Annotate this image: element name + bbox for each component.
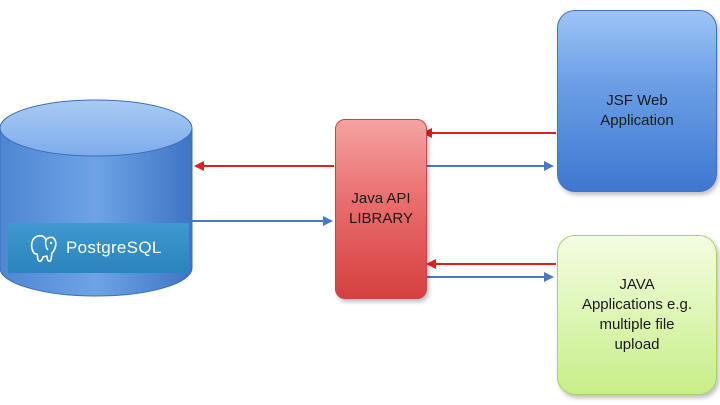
postgresql-logo-text: PostgreSQL [66,238,162,257]
elephant-icon [30,234,57,263]
java-api-library-box: Java API LIBRARY [335,119,427,299]
jsf-web-application-label: JSF Web Application [600,92,674,129]
java-applications-box: JAVA Applications e.g. multiple file upl… [557,235,717,395]
database-cylinder-top [0,99,193,157]
jsf-web-application-box: JSF Web Application [557,10,717,192]
postgresql-logo: PostgreSQL [8,223,189,273]
java-api-library-label: Java API LIBRARY [349,190,413,227]
java-applications-label: JAVA Applications e.g. multiple file upl… [581,276,693,353]
